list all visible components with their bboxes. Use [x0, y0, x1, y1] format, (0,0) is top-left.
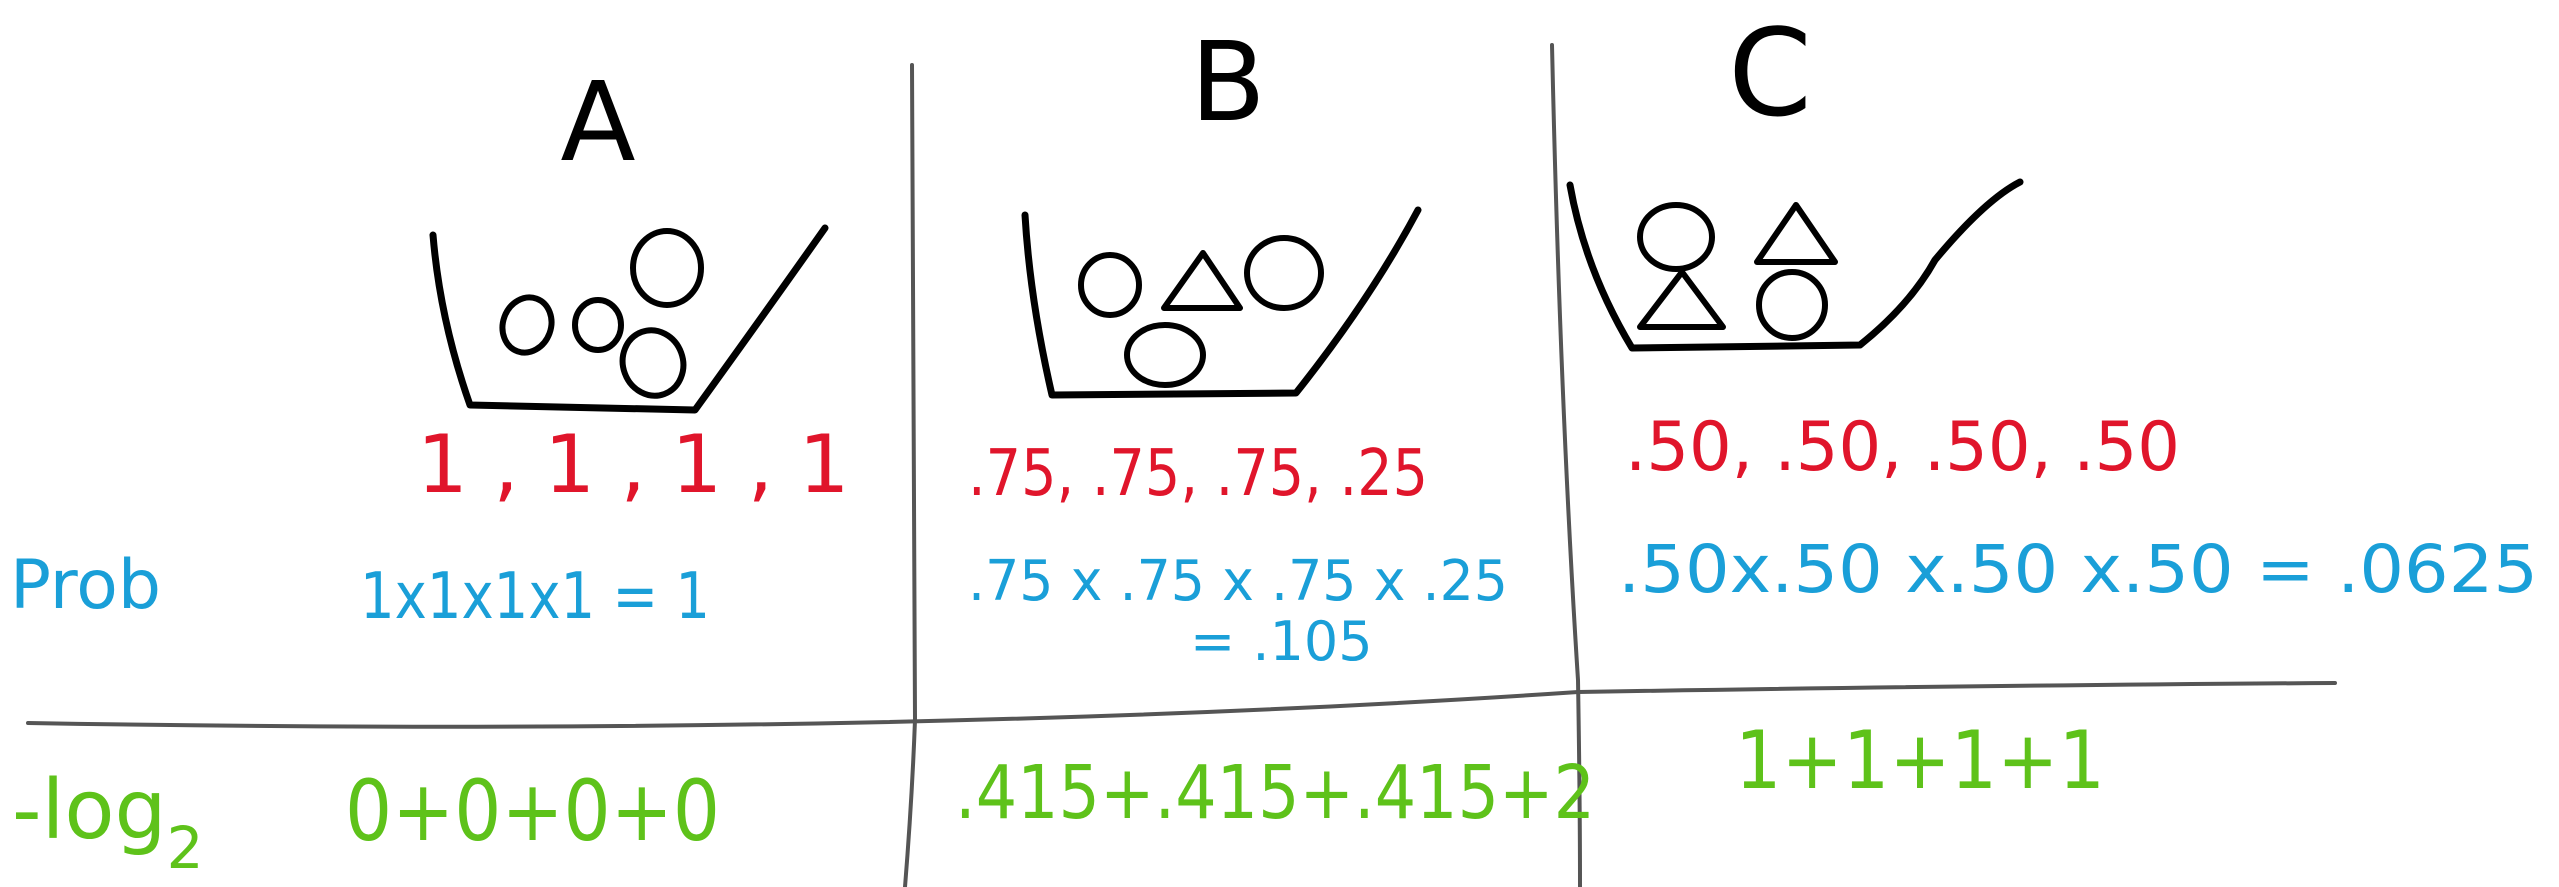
- circle-icon: [630, 228, 704, 308]
- circle-icon: [499, 294, 555, 356]
- neglog-b: .415+.415+.415+2: [955, 750, 1595, 836]
- triangle-icon: [1754, 202, 1838, 265]
- prob-a: 1x1x1x1 = 1: [360, 560, 710, 634]
- prob-c: .50x.50 x.50 x.50 = .0625: [1618, 531, 2538, 608]
- values-c: .50, .50, .50, .50: [1625, 408, 2180, 487]
- circle-icon: [1637, 202, 1715, 272]
- bucket-b-outline: [1021, 206, 1422, 399]
- triangle-icon: [1637, 269, 1726, 330]
- neglog-c: 1+1+1+1: [1735, 714, 2105, 807]
- row-divider: [26, 681, 2337, 729]
- column-divider-a-b: [903, 63, 918, 887]
- neglog-a: 0+0+0+0: [345, 762, 720, 860]
- circle-icon: [572, 297, 624, 353]
- column-divider-b-c: [1550, 43, 1582, 887]
- neglog-subscript: 2: [167, 814, 204, 882]
- values-a: 1 , 1 , 1 , 1: [417, 418, 849, 511]
- bucket-a: [429, 224, 829, 414]
- prob-b-result: = .105: [1190, 610, 1373, 673]
- circle-icon: [1244, 235, 1324, 311]
- prob-b: .75 x .75 x .75 x .25: [968, 549, 1508, 614]
- bucket-a-outline: [429, 224, 829, 414]
- bucket-c: [1566, 178, 2024, 352]
- bucket-b: [1021, 206, 1422, 399]
- circle-icon: [619, 327, 687, 399]
- triangle-icon: [1161, 250, 1243, 311]
- table-grid: [26, 43, 2337, 887]
- prob-row-label: Prob: [10, 546, 161, 625]
- circle-icon: [1078, 252, 1142, 318]
- column-header-c: C: [1728, 5, 1812, 144]
- circle-icon: [1756, 269, 1828, 341]
- circle-icon: [1124, 322, 1206, 388]
- column-header-a: A: [560, 58, 635, 186]
- column-header-b: B: [1190, 18, 1265, 146]
- values-b: .75, .75, .75, .25: [968, 437, 1428, 511]
- neglog-row-label: -log2: [12, 763, 204, 882]
- bucket-c-outline: [1566, 178, 2024, 352]
- neglog-prefix: -log: [12, 763, 167, 858]
